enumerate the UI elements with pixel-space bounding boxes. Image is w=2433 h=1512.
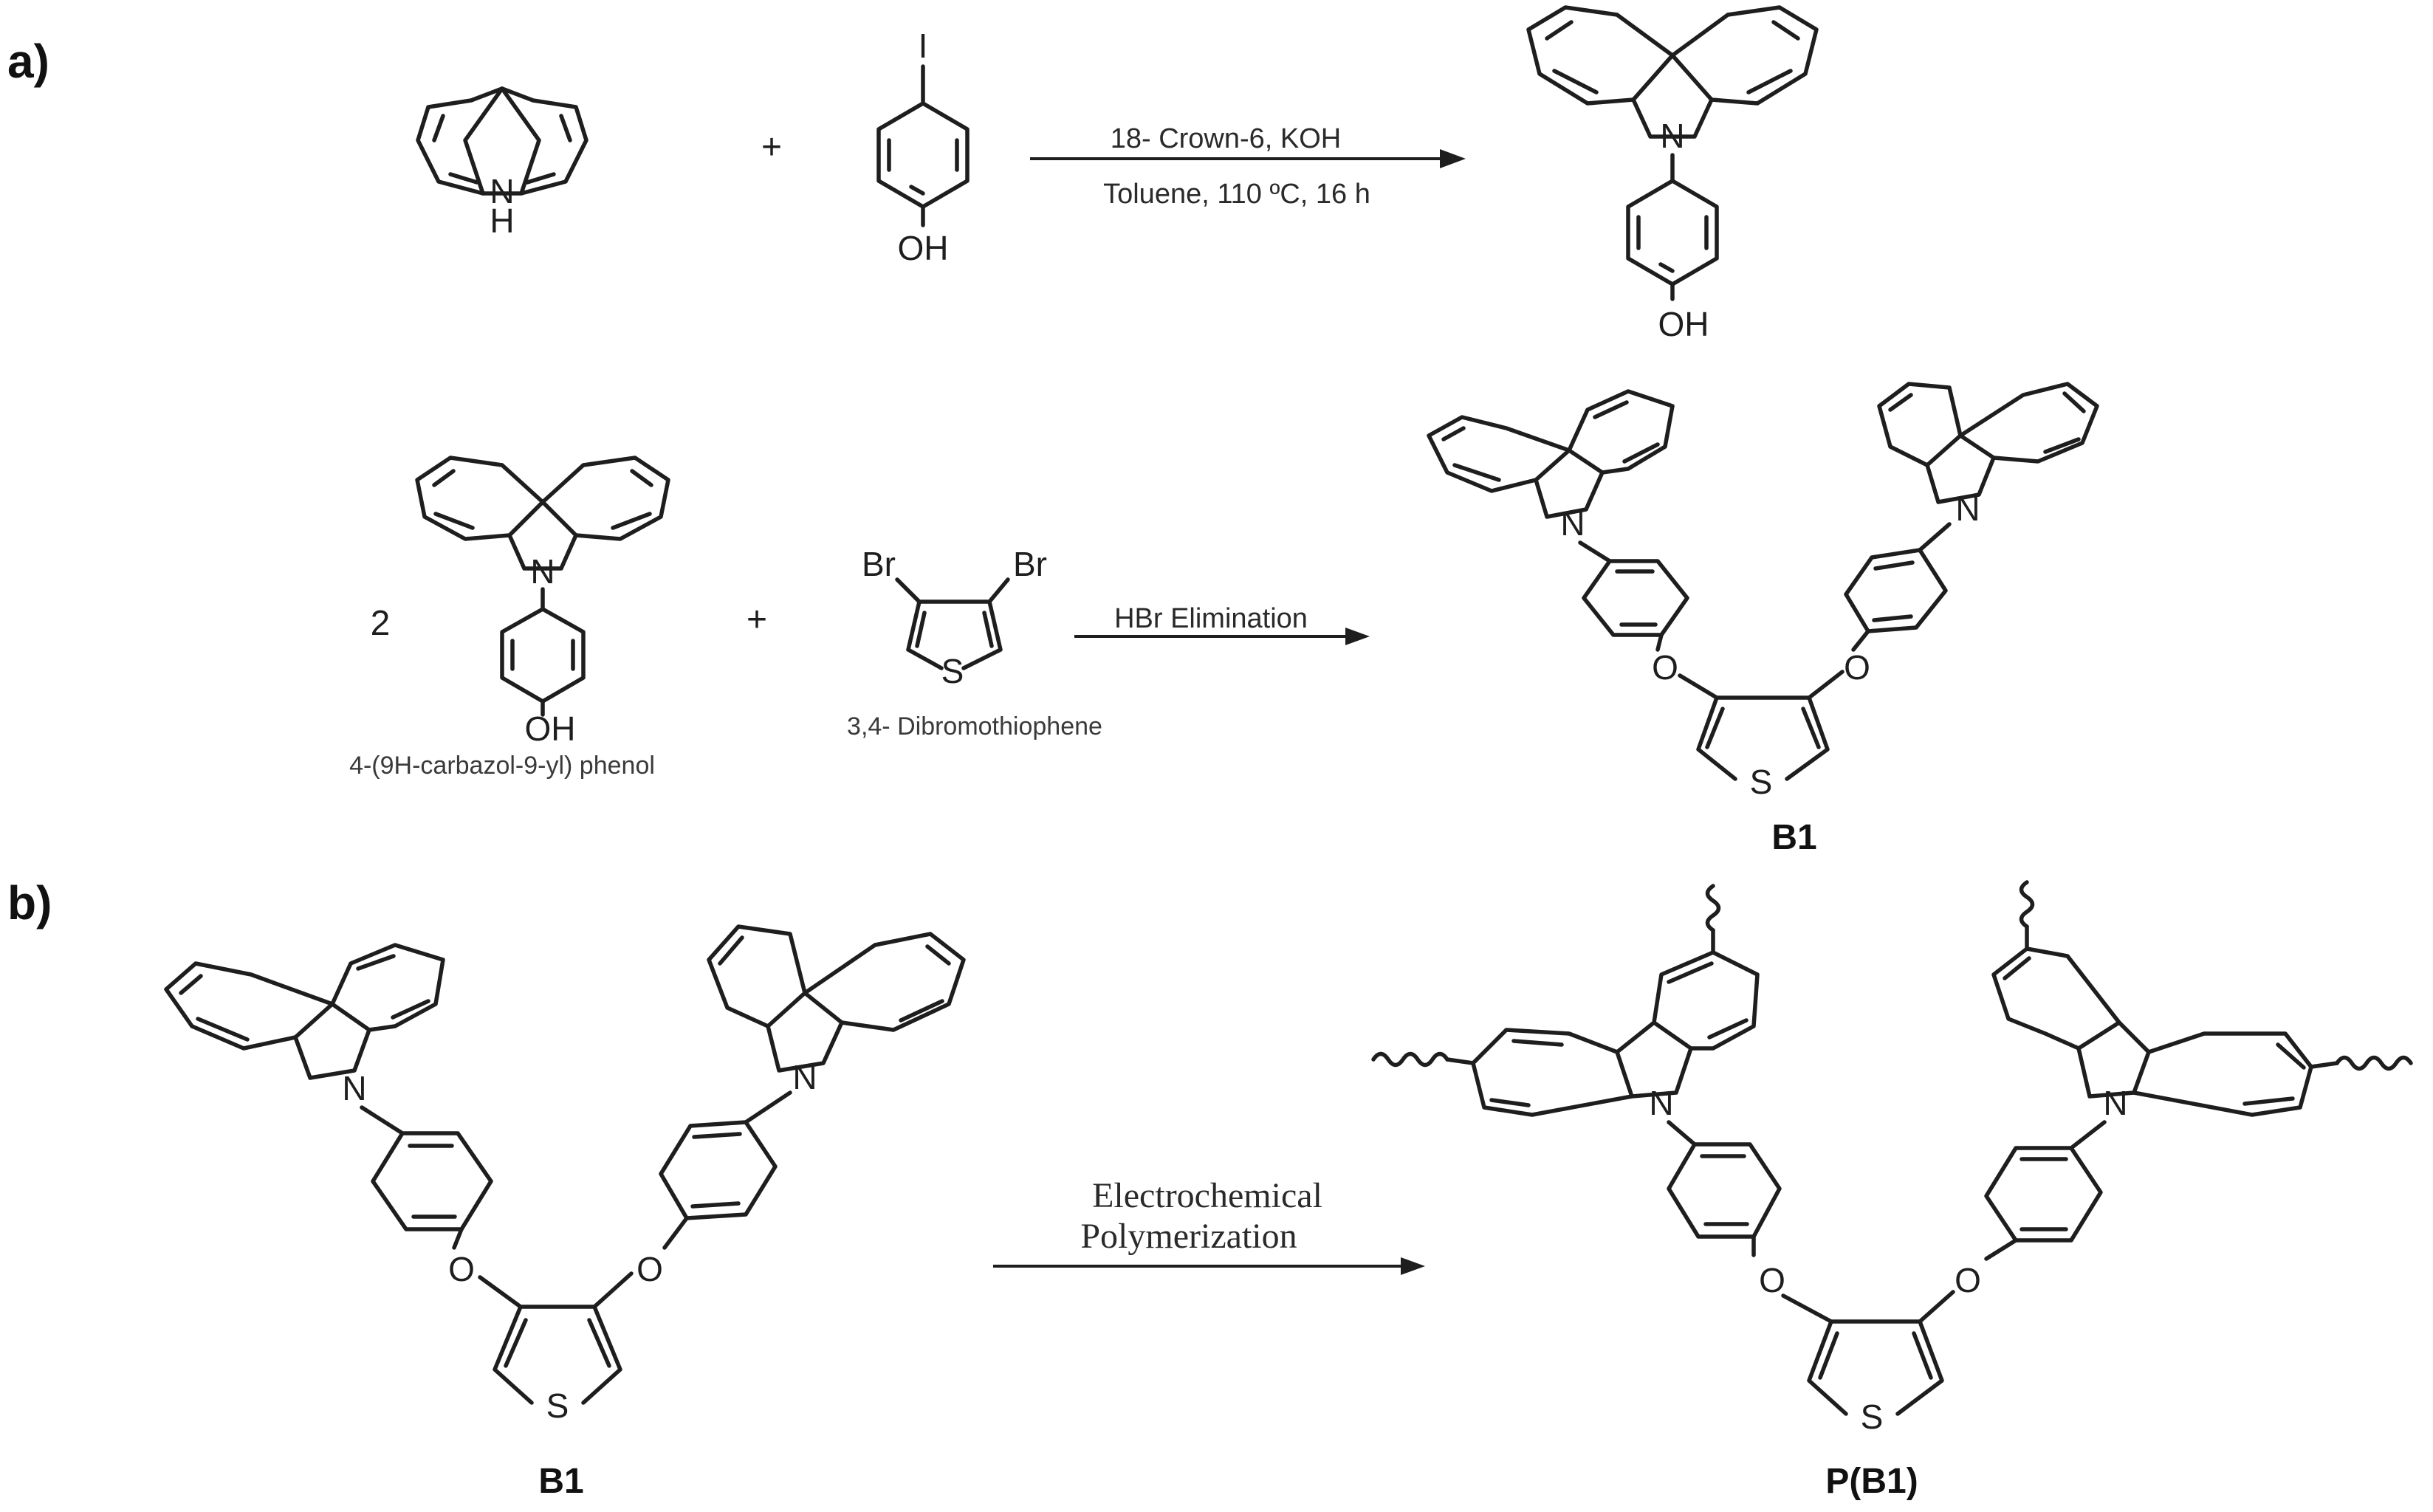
condition-polymerization: Polymerization	[1080, 1217, 1297, 1256]
condition-toluene: Toluene, 110 ºC, 16 h	[1103, 179, 1370, 210]
stoichiometric-coefficient: 2	[371, 604, 391, 643]
b1-label-panel-b: B1	[538, 1462, 583, 1501]
b1b-n-left: N	[342, 1069, 366, 1107]
panel-b-label: b)	[7, 876, 52, 929]
reaction-arrow-3: Electrochemical Polymerization	[993, 1176, 1425, 1275]
b1b-o-left: O	[448, 1250, 475, 1288]
plus-sign-1: +	[761, 128, 782, 167]
pb1-o-right: O	[1955, 1261, 1981, 1299]
reaction-arrow-2: HBr Elimination	[1074, 603, 1370, 645]
reaction-arrow-1: 18- Crown-6, KOH Toluene, 110 ºC, 16 h	[1030, 123, 1466, 210]
reactant2-oh-group: OH	[525, 709, 576, 748]
pb1-o-left: O	[1759, 1261, 1785, 1299]
b1-structure-panel-a: N O N O S	[1427, 382, 2099, 801]
carbazole-n-atom: N	[490, 172, 514, 210]
b1-label-panel-a: B1	[1771, 818, 1816, 857]
b1b-o-right: O	[636, 1250, 663, 1288]
b1a-n-right: N	[1955, 489, 1980, 528]
bromine-atom-left: Br	[862, 545, 896, 583]
b1a-o-right: O	[1844, 648, 1870, 687]
dibromothiophene-name: 3,4- Dibromothiophene	[847, 712, 1102, 740]
condition-crown-koh: 18- Crown-6, KOH	[1111, 123, 1342, 154]
b1a-s-atom: S	[1750, 763, 1773, 801]
carbazolylphenol-name: 4-(9H-carbazol-9-yl) phenol	[349, 752, 655, 780]
condition-hbr-elimination: HBr Elimination	[1114, 603, 1308, 634]
dibromothiophene-structure: Br Br S	[862, 545, 1047, 690]
b1-structure-panel-b: N O N O S	[164, 924, 966, 1425]
carbazolylphenol-reactant: N OH	[415, 456, 670, 748]
b1a-n-left: N	[1560, 504, 1585, 543]
iodine-atom: I	[919, 27, 928, 65]
iodophenol-structure: I OH	[876, 27, 970, 267]
b1a-o-left: O	[1652, 648, 1678, 687]
carbazolylphenol-product: N OH	[1526, 5, 1819, 343]
reactant2-n-atom: N	[530, 552, 555, 591]
plus-sign-2: +	[747, 600, 767, 639]
carbazole-h-atom: H	[490, 202, 514, 240]
panel-a-label: a)	[7, 35, 49, 88]
condition-electrochemical: Electrochemical	[1092, 1176, 1322, 1215]
pb1-label: P(B1)	[1825, 1462, 1918, 1501]
carbazole-structure: N H	[416, 86, 588, 240]
product1-oh-group: OH	[1658, 305, 1709, 343]
pb1-n-right: N	[2103, 1084, 2127, 1122]
pb1-s-atom: S	[1861, 1398, 1884, 1436]
product1-n-atom: N	[1660, 117, 1684, 155]
thiophene-s-atom: S	[941, 652, 964, 690]
oh-group-iodophenol: OH	[898, 229, 949, 267]
b1b-n-right: N	[792, 1058, 817, 1096]
bromine-atom-right: Br	[1013, 545, 1047, 583]
b1b-s-atom: S	[546, 1386, 569, 1425]
pb1-n-left: N	[1649, 1084, 1673, 1122]
pb1-polymer-structure: N O N O S	[1371, 880, 2413, 1436]
